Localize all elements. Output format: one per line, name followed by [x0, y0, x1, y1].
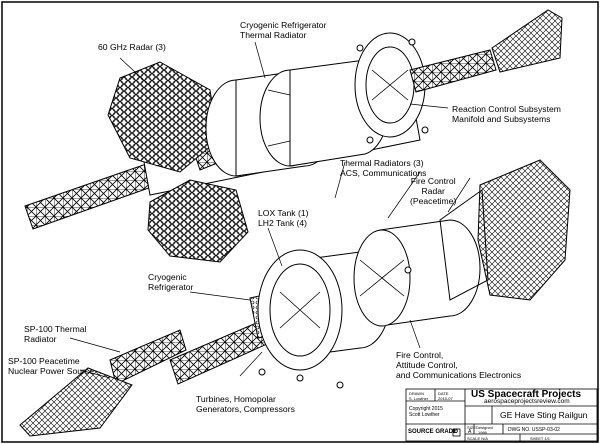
radar-array-2: [147, 179, 249, 263]
upper-assembly: [24, 9, 563, 263]
label-sp100-radiator: SP-100 Thermal Radiator: [24, 324, 87, 344]
radar-array-1: [107, 61, 219, 173]
tb-copyright: Copyright 2015 Scott Lowther: [409, 406, 443, 418]
sp100-cone: [19, 367, 133, 437]
tb-org-url: aerospaceprojectsreview.com: [484, 398, 570, 405]
tb-drawn-by: S. Lowther: [409, 396, 429, 401]
sp100-radiator-truss: [109, 329, 187, 385]
label-fire-control-radar: Fire Control Radar (Peacetime): [410, 176, 457, 206]
label-lox-lh2-tanks: LOX Tank (1) LH2 Tank (4): [258, 208, 309, 228]
tb-drawn-label: DRAWN: [409, 391, 424, 396]
label-turbines-generators: Turbines, Homopolar Generators, Compress…: [196, 394, 295, 414]
tb-size-label: SIZE: [467, 425, 476, 430]
tb-source-grade-value: D: [454, 429, 458, 435]
label-cryo-thermal-radiator: Cryogenic Refrigerator Thermal Radiator: [240, 20, 327, 40]
label-rcs-manifold: Reaction Control Subsystem Manifold and …: [452, 104, 561, 124]
tb-sheet: SHEET 1/1: [530, 436, 550, 441]
lower-assembly: [19, 159, 571, 437]
tb-org-name: US Spacecraft Projects: [471, 389, 582, 400]
label-60ghz-radar: 60 GHz Radar (3): [98, 42, 166, 52]
upper-cone: [491, 9, 563, 73]
tb-size-value: A: [468, 429, 472, 435]
label-fire-control-electronics: Fire Control, Attitude Control, and Comm…: [396, 350, 522, 380]
tb-dwg-no: DWG NO. USSP-03-02: [508, 427, 560, 433]
title-block: [405, 388, 598, 442]
tb-designed-label: Designed: [476, 425, 493, 430]
tb-scale: SCALE N/A: [467, 436, 488, 441]
label-sp100-power: SP-100 Peacetime Nuclear Power Source: [8, 356, 94, 376]
tb-source-grade-label: SOURCE GRADE: [408, 429, 458, 435]
upper-right-truss: [409, 49, 497, 93]
leader-lines: [69, 41, 471, 379]
fire-control-dish-struts: [439, 189, 489, 301]
fire-control-radar-dish: [477, 159, 571, 301]
tb-date: 2015-07: [438, 396, 453, 401]
tb-title: GE Have Sting Railgun: [500, 410, 588, 420]
tb-date-label: DATE: [438, 391, 449, 396]
label-thermal-radiators: Thermal Radiators (3) ACS, Communication…: [340, 158, 427, 178]
label-cryo-refrigerator: Cryogenic Refrigerator: [148, 272, 194, 292]
tb-designed-year: 1986: [478, 430, 487, 435]
